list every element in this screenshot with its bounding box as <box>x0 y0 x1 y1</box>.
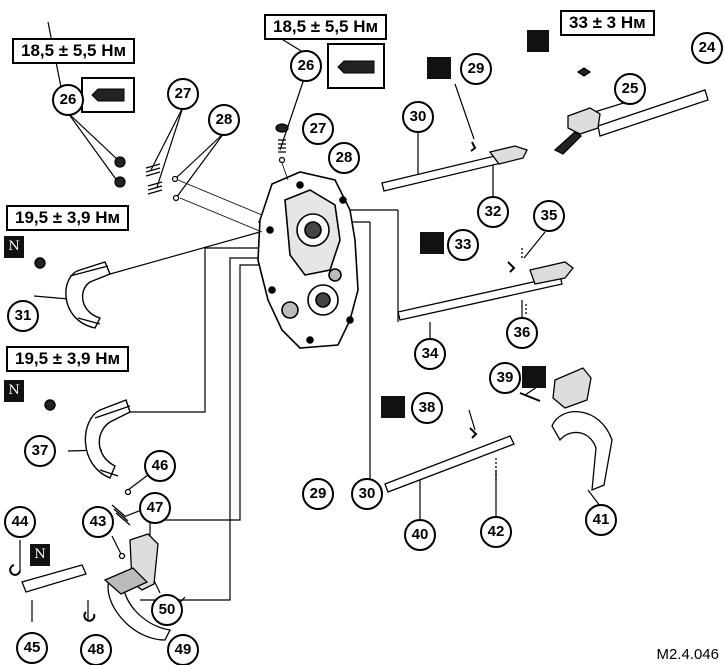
callout-26b: 26 <box>297 57 315 74</box>
callout-39: 39 <box>496 369 514 386</box>
new-part-marker-44: N <box>30 544 50 566</box>
sealant-tube-icon-center <box>327 43 385 89</box>
callout-47: 47 <box>146 499 164 516</box>
callout-50: 50 <box>158 601 176 618</box>
callout-29a: 29 <box>467 60 485 77</box>
callout-24: 24 <box>698 39 716 56</box>
new-part-marker-37: N <box>4 380 24 402</box>
callout-30b: 30 <box>358 485 376 502</box>
callout-38: 38 <box>418 399 436 416</box>
callout-49: 49 <box>174 641 192 658</box>
callout-29b: 29 <box>309 485 327 502</box>
transmission-housing-plate <box>257 171 359 349</box>
callout-27b: 27 <box>309 120 327 137</box>
callout-41: 41 <box>592 511 610 528</box>
callout-43: 43 <box>89 513 107 530</box>
torque-label-lower-left: 19,5 ± 3,9 Нм <box>6 346 130 372</box>
callout-36: 36 <box>513 324 531 341</box>
callout-44: 44 <box>11 513 29 530</box>
callout-37: 37 <box>31 442 49 459</box>
callout-40: 40 <box>411 526 429 543</box>
callout-45: 45 <box>23 639 41 656</box>
callout-28b: 28 <box>335 149 353 166</box>
callout-48: 48 <box>87 641 105 658</box>
new-part-marker-31: N <box>4 236 24 258</box>
figure-code: M2.4.046 <box>656 646 719 663</box>
callout-46: 46 <box>151 457 169 474</box>
torque-label-top-right: 33 ± 3 Нм <box>560 10 655 36</box>
callout-30a: 30 <box>409 108 427 125</box>
callout-32: 32 <box>484 203 502 220</box>
callout-34: 34 <box>421 345 439 362</box>
torque-label-mid-left: 19,5 ± 3,9 Нм <box>6 205 130 231</box>
callout-42: 42 <box>487 523 505 540</box>
callout-35: 35 <box>540 207 558 224</box>
callout-26a: 26 <box>59 91 77 108</box>
callout-33: 33 <box>454 236 472 253</box>
callout-27a: 27 <box>174 85 192 102</box>
torque-label-top-center: 18,5 ± 5,5 Нм <box>264 14 388 40</box>
callout-28a: 28 <box>215 111 233 128</box>
torque-label-top-left: 18,5 ± 5,5 Нм <box>12 38 136 64</box>
callout-25: 25 <box>621 80 639 97</box>
sealant-tube-icon-left <box>81 77 135 113</box>
callout-31: 31 <box>14 307 32 324</box>
